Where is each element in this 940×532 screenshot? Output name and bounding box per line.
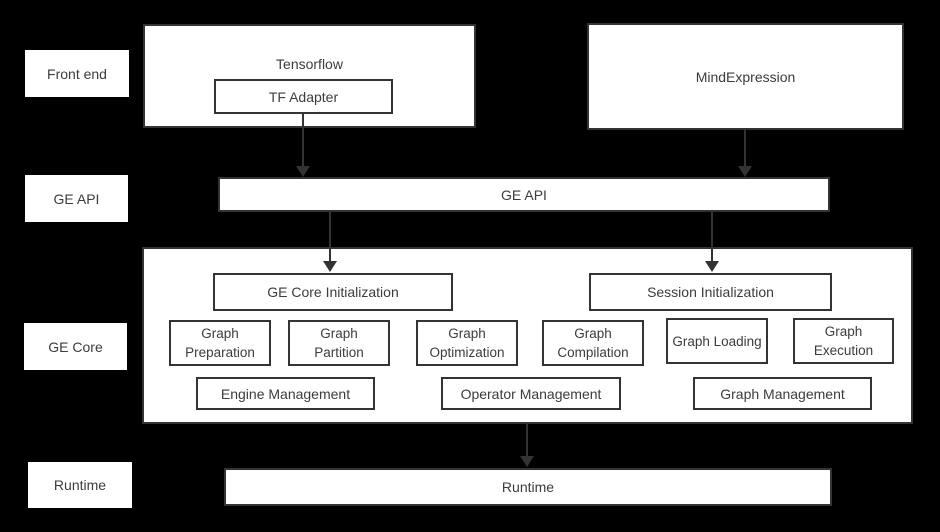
arrow-ge-api-to-ge-core-init (323, 212, 337, 272)
graph-compilation-box: Graph Compilation (542, 320, 644, 366)
row-label-front-end: Front end (25, 50, 129, 97)
arrow-mindexpression-to-ge-api (738, 130, 752, 177)
ge-core-box: GE Core Initialization Session Initializ… (142, 247, 913, 424)
runtime-bar: Runtime (224, 468, 832, 506)
arrow-ge-api-to-session-init (705, 212, 719, 272)
graph-preparation-box: Graph Preparation (169, 320, 271, 366)
mindexpression-box: MindExpression (587, 23, 904, 130)
graph-execution-box: Graph Execution (793, 318, 894, 364)
ge-core-initialization-box: GE Core Initialization (213, 273, 453, 311)
tensorflow-box: Tensorflow TF Adapter (143, 24, 476, 128)
row-label-ge-core: GE Core (24, 323, 127, 370)
engine-management-box: Engine Management (196, 377, 375, 410)
ge-api-bar: GE API (218, 177, 830, 212)
graph-optimization-box: Graph Optimization (416, 320, 518, 366)
operator-management-box: Operator Management (441, 377, 621, 410)
row-label-runtime: Runtime (28, 462, 132, 508)
row-label-ge-api: GE API (25, 175, 128, 222)
session-initialization-box: Session Initialization (589, 273, 832, 311)
graph-loading-box: Graph Loading (666, 318, 768, 364)
graph-partition-box: Graph Partition (288, 320, 390, 366)
tensorflow-label: Tensorflow (276, 56, 343, 72)
arrow-tf-adapter-to-ge-api (296, 114, 310, 177)
arrow-ge-core-to-runtime (520, 424, 534, 467)
graph-management-box: Graph Management (693, 377, 872, 410)
tf-adapter-box: TF Adapter (214, 79, 393, 114)
